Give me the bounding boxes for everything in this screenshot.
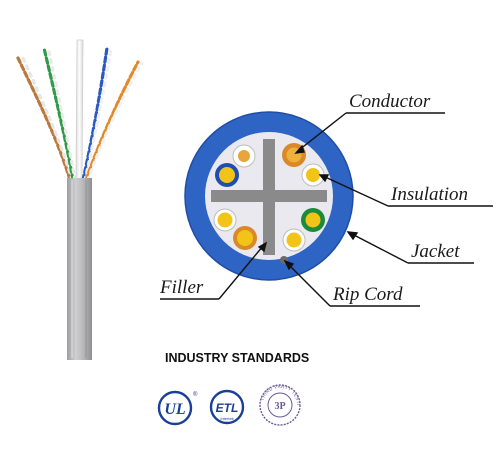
cable-side-view — [16, 39, 144, 360]
label-rip-cord: Rip Cord — [332, 284, 403, 305]
industry-standards-title: INDUSTRY STANDARDS — [165, 351, 310, 365]
conductor-pair-bottom-left — [213, 208, 257, 250]
twisted-pair-blue — [81, 46, 113, 182]
filler-cord — [75, 39, 84, 181]
label-insulation: Insulation — [390, 184, 468, 205]
svg-text:3P: 3P — [274, 401, 285, 412]
conductor-pair-bottom-right — [282, 208, 325, 252]
svg-text:®: ® — [193, 391, 198, 398]
label-jacket: Jacket — [411, 241, 460, 262]
svg-text:UL: UL — [164, 401, 186, 418]
svg-text:ETL: ETL — [216, 401, 239, 415]
svg-text:Intertek: Intertek — [220, 416, 233, 421]
etl-logo: ETL Intertek — [209, 389, 245, 425]
twisted-pair-brown — [16, 54, 74, 182]
conductor-pair-top-left — [215, 144, 256, 187]
cross-filler — [211, 139, 327, 255]
ul-logo: UL ® — [157, 390, 198, 426]
label-filler: Filler — [159, 277, 204, 298]
cable-sheath — [67, 178, 92, 360]
callout-leaders — [160, 112, 493, 307]
twisted-pair-orange — [84, 60, 144, 182]
twisted-pair-green — [42, 45, 77, 182]
label-conductor: Conductor — [349, 91, 431, 112]
cable-cross-section — [184, 111, 354, 281]
